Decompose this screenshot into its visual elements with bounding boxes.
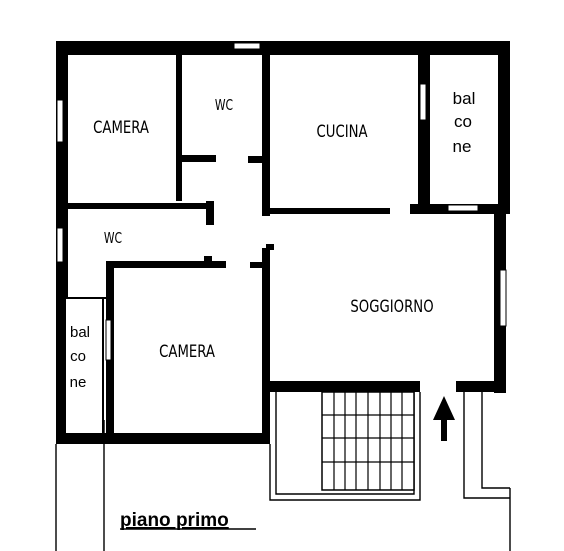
balcony-right-line-3: ne xyxy=(453,137,472,156)
balcony-left-line-1: bal xyxy=(70,324,90,341)
walls xyxy=(56,41,510,444)
room-label-cucina: CUCINA xyxy=(317,121,369,141)
wall-corridor-top xyxy=(66,203,208,209)
wall-cucina-balcone xyxy=(418,41,430,211)
room-label-wc-left: WC xyxy=(104,230,122,247)
balcony-left-line-2: co xyxy=(70,348,86,365)
balcony-right-line-2: co xyxy=(454,112,472,131)
room-label-soggiorno: SOGGIORNO xyxy=(350,296,433,316)
windows xyxy=(56,42,507,361)
wall-soggiorno-bottom-right xyxy=(456,381,506,392)
wall-wc-bottom xyxy=(176,155,216,162)
wall-soggiorno-top xyxy=(266,244,274,250)
wall-wc-stub xyxy=(248,156,268,163)
wall-wc-left-jamb xyxy=(204,256,212,266)
wall-top xyxy=(56,41,510,55)
room-label-camera-top: CAMERA xyxy=(93,117,149,137)
wall-right-top xyxy=(498,41,510,211)
wall-wc-left-bottom xyxy=(106,261,226,268)
arrow-up-icon xyxy=(433,396,455,441)
wall-camera-wc xyxy=(176,41,182,201)
staircase xyxy=(269,391,511,551)
plan-title: piano primo xyxy=(120,510,229,531)
wall-camera-soggiorno xyxy=(262,248,270,443)
wall-bottom xyxy=(56,433,270,444)
wall-wc-cucina xyxy=(262,41,270,216)
wall-corridor-jamb xyxy=(206,201,214,225)
wall-corridor-stub xyxy=(250,262,268,268)
room-label-wc-top: WC xyxy=(215,97,233,114)
wall-cucina-bottom xyxy=(266,208,390,214)
balcony-left-outline xyxy=(55,297,106,551)
room-label-camera-bottom: CAMERA xyxy=(159,341,215,361)
balcony-left-line-3: ne xyxy=(70,374,87,391)
wall-left-lower xyxy=(56,291,66,443)
wall-soggiorno-bottom-left xyxy=(270,381,420,392)
balcony-right-line-1: bal xyxy=(453,89,476,108)
